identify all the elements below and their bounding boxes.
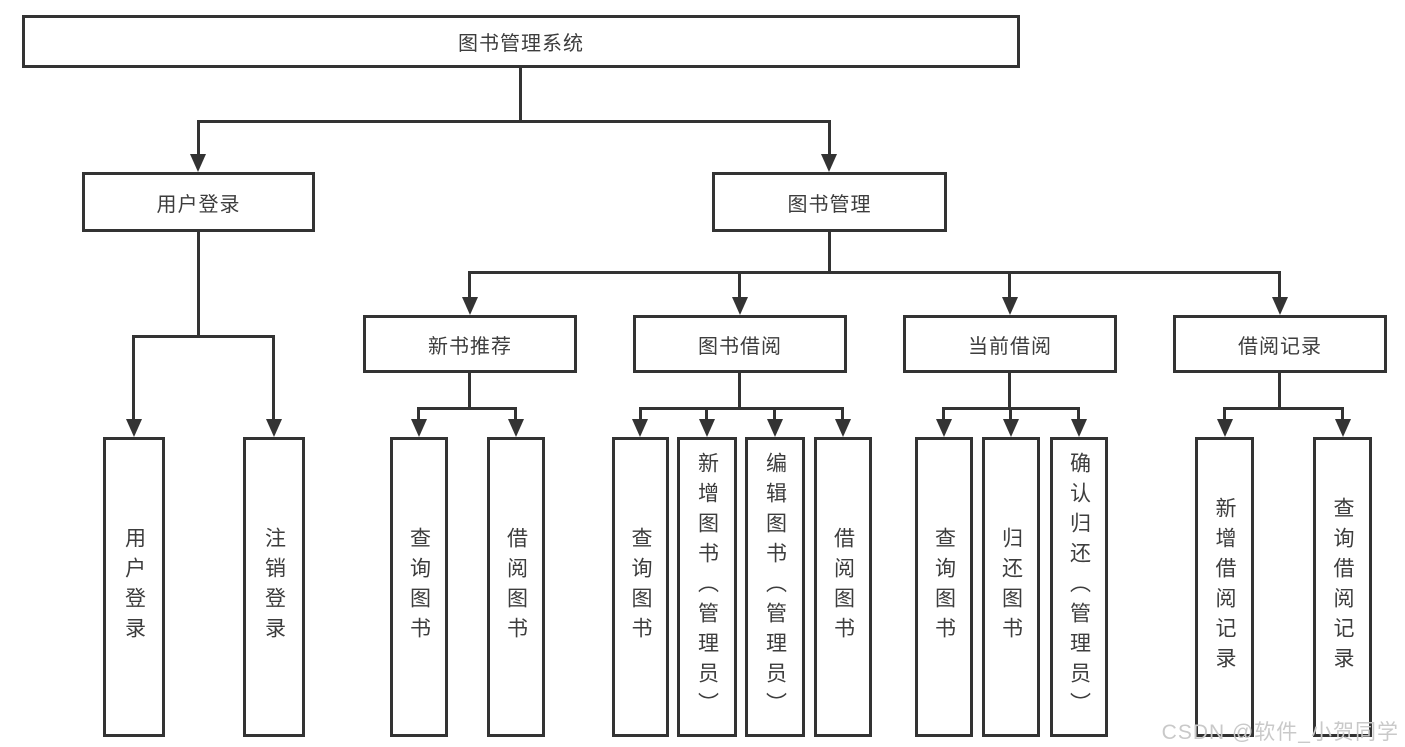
leaf-query-borrow-record-label: 查询借阅记录 (1331, 497, 1354, 677)
connector-hline (1225, 407, 1343, 410)
node-root-label: 图书管理系统 (458, 33, 584, 55)
connector-vline (1008, 271, 1011, 301)
arrow-down-icon (767, 419, 783, 437)
leaf-add-borrow-record: 新增借阅记录 (1195, 437, 1254, 737)
arrow-down-icon (462, 297, 478, 315)
connector-vline (1077, 407, 1080, 423)
connector-vline (1341, 407, 1344, 423)
connector-vline (1278, 373, 1281, 410)
connector-vline (1009, 407, 1012, 423)
connector-vline (519, 68, 522, 122)
connector-hline (419, 407, 517, 410)
connector-vline (1278, 271, 1281, 301)
leaf-query-borrow-record: 查询借阅记录 (1313, 437, 1372, 737)
connector-hline (640, 407, 844, 410)
leaf-user-login-label: 用户登录 (122, 527, 146, 647)
node-user-login-label: 用户登录 (156, 193, 241, 216)
leaf-query-books-borrowing-label: 查询图书 (629, 527, 652, 647)
connector-vline (705, 407, 708, 423)
arrow-down-icon (1217, 419, 1233, 437)
leaf-query-books-borrowing: 查询图书 (612, 437, 669, 737)
leaf-query-books-recommend-label: 查询图书 (407, 527, 431, 647)
arrow-down-icon (821, 154, 837, 172)
node-new-book-recommendation: 新书推荐 (363, 315, 577, 373)
leaf-query-books-recommend: 查询图书 (390, 437, 448, 737)
node-book-management-label: 图书管理 (787, 193, 872, 216)
connector-hline (944, 407, 1080, 410)
arrow-down-icon (732, 297, 748, 315)
leaf-edit-book-admin: 编辑图书（管理员） (745, 437, 805, 737)
node-book-borrowing: 图书借阅 (633, 315, 847, 373)
leaf-borrow-books-borrowing-label: 借阅图书 (831, 527, 855, 647)
connector-vline (197, 120, 200, 158)
leaf-logout-label: 注销登录 (262, 527, 286, 647)
connector-vline (468, 271, 471, 301)
connector-vline (132, 335, 135, 423)
arrow-down-icon (1272, 297, 1288, 315)
connector-vline (1008, 373, 1011, 410)
arrow-down-icon (1003, 419, 1019, 437)
leaf-query-books-current-label: 查询图书 (932, 527, 956, 647)
connector-vline (514, 407, 517, 423)
connector-hline (198, 120, 831, 123)
arrow-down-icon (411, 419, 427, 437)
leaf-confirm-return-admin: 确认归还（管理员） (1050, 437, 1108, 737)
connector-hline (134, 335, 275, 338)
node-borrowing-records: 借阅记录 (1173, 315, 1387, 373)
leaf-return-book-label: 归还图书 (999, 527, 1023, 647)
connector-vline (773, 407, 776, 423)
node-current-borrowing: 当前借阅 (903, 315, 1117, 373)
leaf-logout: 注销登录 (243, 437, 305, 737)
arrow-down-icon (508, 419, 524, 437)
leaf-confirm-return-admin-label: 确认归还（管理员） (1067, 452, 1091, 722)
connector-vline (417, 407, 420, 423)
arrow-down-icon (1071, 419, 1087, 437)
leaf-borrow-books-borrowing: 借阅图书 (814, 437, 872, 737)
connector-vline (272, 335, 275, 423)
connector-vline (738, 373, 741, 410)
connector-vline (738, 271, 741, 301)
connector-vline (1223, 407, 1226, 423)
node-borrowing-records-label: 借阅记录 (1238, 335, 1322, 358)
node-book-borrowing-label: 图书借阅 (698, 335, 782, 358)
leaf-user-login: 用户登录 (103, 437, 165, 737)
leaf-borrow-books-recommend-label: 借阅图书 (504, 527, 528, 647)
connector-vline (468, 373, 471, 410)
connector-hline (470, 271, 1281, 274)
leaf-borrow-books-recommend: 借阅图书 (487, 437, 545, 737)
leaf-add-borrow-record-label: 新增借阅记录 (1213, 497, 1236, 677)
leaf-add-book-admin-label: 新增图书（管理员） (695, 452, 719, 722)
arrow-down-icon (632, 419, 648, 437)
node-book-management: 图书管理 (712, 172, 947, 232)
leaf-edit-book-admin-label: 编辑图书（管理员） (763, 452, 787, 722)
node-user-login: 用户登录 (82, 172, 315, 232)
arrow-down-icon (190, 154, 206, 172)
arrow-down-icon (699, 419, 715, 437)
node-current-borrowing-label: 当前借阅 (968, 335, 1052, 358)
connector-vline (828, 232, 831, 274)
arrow-down-icon (1002, 297, 1018, 315)
leaf-return-book: 归还图书 (982, 437, 1040, 737)
arrow-down-icon (936, 419, 952, 437)
node-root: 图书管理系统 (22, 15, 1020, 68)
leaf-query-books-current: 查询图书 (915, 437, 973, 737)
arrow-down-icon (126, 419, 142, 437)
arrow-down-icon (835, 419, 851, 437)
leaf-add-book-admin: 新增图书（管理员） (677, 437, 737, 737)
connector-vline (197, 232, 200, 338)
arrow-down-icon (266, 419, 282, 437)
connector-vline (841, 407, 844, 423)
arrow-down-icon (1335, 419, 1351, 437)
connector-vline (639, 407, 642, 423)
connector-vline (942, 407, 945, 423)
node-new-book-recommendation-label: 新书推荐 (428, 335, 512, 358)
connector-vline (828, 120, 831, 158)
csdn-watermark: CSDN @软件_小贺同学 (1161, 721, 1399, 744)
